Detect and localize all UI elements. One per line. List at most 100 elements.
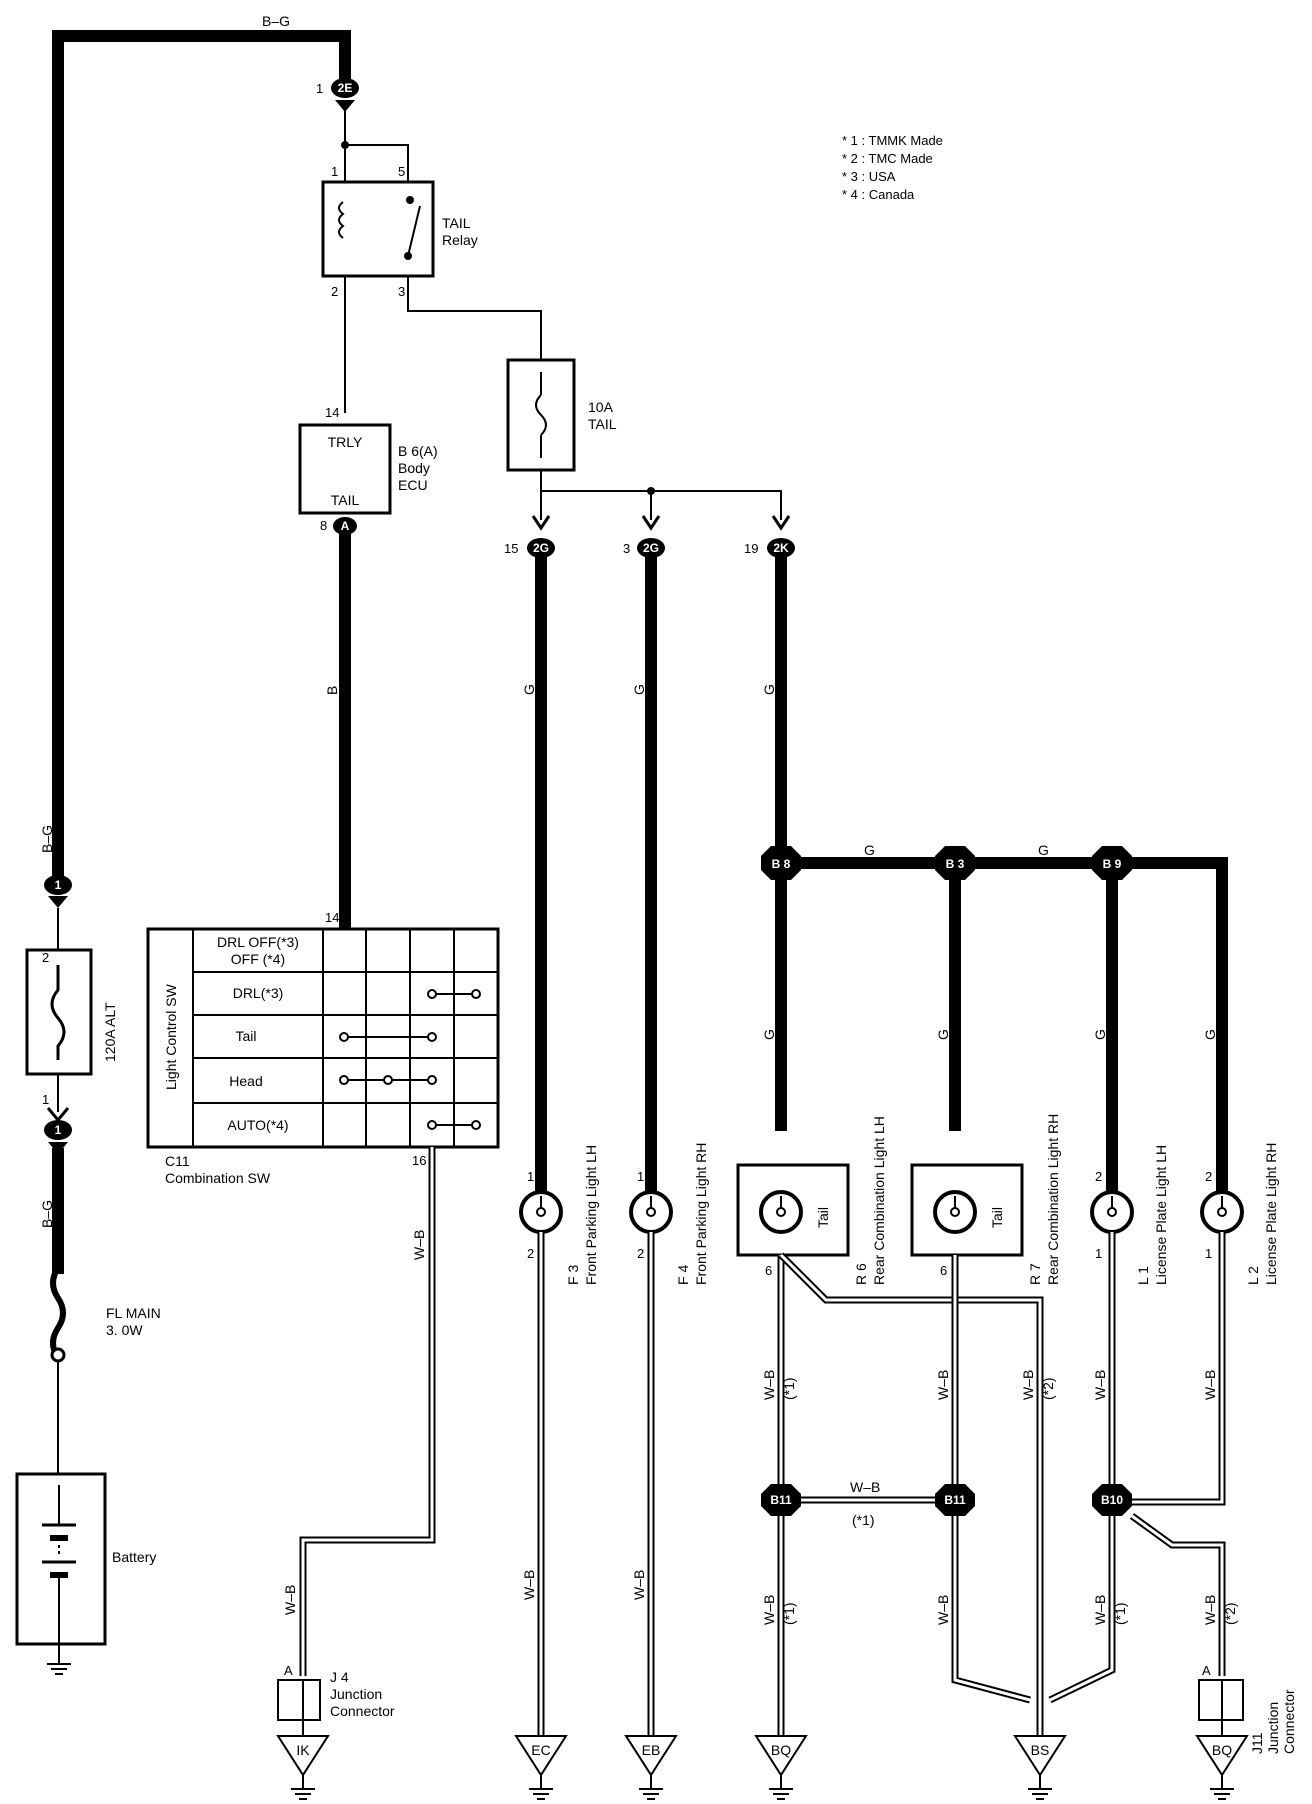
svg-text:B 3: B 3 (946, 857, 965, 871)
svg-text:6: 6 (940, 1263, 947, 1278)
svg-text:B 8: B 8 (772, 857, 791, 871)
svg-text:2K: 2K (773, 541, 789, 555)
svg-text:8: 8 (320, 518, 327, 533)
svg-text:1: 1 (1095, 1246, 1102, 1261)
svg-text:Battery: Battery (112, 1549, 156, 1565)
svg-text:EB: EB (642, 1742, 661, 1758)
wire-bg-lower: B–G (39, 1148, 64, 1274)
svg-text:B 9: B 9 (1103, 857, 1122, 871)
svg-text:(*1): (*1) (781, 1602, 797, 1625)
fusible-link-fl-main: FL MAIN 3. 0W (50, 1266, 161, 1474)
svg-text:(*1): (*1) (781, 1377, 797, 1400)
wire-label-bg-upper: B–G (39, 825, 55, 853)
tail-relay-label-2: Relay (442, 232, 478, 248)
svg-text:W–B: W–B (1020, 1370, 1036, 1400)
note-1: * 1 : TMMK Made (842, 133, 943, 148)
svg-text:1: 1 (42, 1092, 49, 1107)
svg-text:L 1: L 1 (1135, 1266, 1151, 1285)
svg-text:TAIL: TAIL (588, 416, 617, 432)
svg-text:1: 1 (55, 878, 62, 892)
svg-text:B11: B11 (944, 1493, 966, 1507)
tail-relay-label-1: TAIL (442, 215, 471, 231)
svg-text:2: 2 (1095, 1169, 1102, 1184)
svg-text:W–B: W–B (282, 1585, 298, 1615)
svg-text:DRL OFF(*3): DRL OFF(*3) (217, 934, 299, 950)
note-4: * 4 : Canada (842, 187, 915, 202)
svg-text:Rear Combination Light LH: Rear Combination Light LH (871, 1116, 887, 1285)
svg-text:W–B: W–B (411, 1230, 427, 1260)
svg-text:3. 0W: 3. 0W (106, 1322, 143, 1338)
note-2: * 2 : TMC Made (842, 151, 933, 166)
svg-text:FL MAIN: FL MAIN (106, 1305, 161, 1321)
svg-text:BQ: BQ (1212, 1742, 1232, 1758)
svg-text:OFF (*4): OFF (*4) (231, 951, 285, 967)
svg-text:BQ: BQ (771, 1742, 791, 1758)
svg-text:15: 15 (504, 541, 518, 556)
svg-text:A: A (1202, 1663, 1211, 1678)
svg-text:2: 2 (1205, 1169, 1212, 1184)
svg-text:(*1): (*1) (852, 1512, 875, 1528)
svg-text:(*1): (*1) (1112, 1602, 1128, 1625)
front-parking-light-lh: 1 2 F 3 Front Parking Light LH (519, 1145, 599, 1285)
svg-text:Junction: Junction (330, 1686, 382, 1702)
svg-text:2: 2 (637, 1246, 644, 1261)
svg-text:Rear Combination Light RH: Rear Combination Light RH (1045, 1114, 1061, 1285)
j4-junction-connector: A J 4 Junction Connector (277, 1663, 395, 1736)
svg-text:Connector: Connector (1281, 1689, 1297, 1754)
svg-text:1: 1 (1205, 1246, 1212, 1261)
svg-text:1: 1 (331, 164, 338, 179)
svg-text:License Plate Light LH: License Plate Light LH (1153, 1145, 1169, 1285)
junction-b11-right: B11 (935, 1484, 975, 1516)
front-parking-light-rh: 1 2 F 4 Front Parking Light RH (629, 1143, 709, 1285)
svg-text:G: G (761, 1029, 777, 1040)
svg-text:2G: 2G (533, 541, 549, 555)
svg-text:W–B: W–B (1202, 1595, 1218, 1625)
svg-text:G: G (1202, 1029, 1218, 1040)
svg-text:Junction: Junction (1265, 1702, 1281, 1754)
svg-text:W–B: W–B (761, 1370, 777, 1400)
svg-text:W–B: W–B (935, 1595, 951, 1625)
svg-text:2: 2 (331, 284, 338, 299)
junction-b9: B 9 (1092, 846, 1132, 880)
svg-text:2G: 2G (643, 541, 659, 555)
svg-text:1: 1 (55, 1123, 62, 1137)
wire-label-bg-top: B–G (262, 13, 290, 29)
svg-text:W–B: W–B (1202, 1370, 1218, 1400)
svg-text:W–B: W–B (1092, 1595, 1108, 1625)
svg-text:L 2: L 2 (1245, 1266, 1261, 1285)
wire-g-front-rh: G (631, 552, 657, 1196)
svg-text:2E: 2E (338, 81, 353, 95)
svg-text:2: 2 (527, 1246, 534, 1261)
wire-wb-switch-j4: W–B W–B (282, 1147, 436, 1676)
svg-text:C11: C11 (165, 1153, 190, 1169)
svg-text:19: 19 (744, 541, 758, 556)
svg-text:G: G (935, 1029, 951, 1040)
j11-junction-connector: A J11 Junction Connector (1198, 1663, 1297, 1754)
wire-wb-grounds: W–B W–B W–B (*1) W–B W–B (*2) W–B W–B W–… (521, 1232, 1238, 1736)
svg-text:DRL(*3): DRL(*3) (233, 985, 284, 1001)
svg-text:Combination SW: Combination SW (165, 1170, 271, 1186)
svg-text:R 7: R 7 (1027, 1263, 1043, 1285)
svg-text:IK: IK (296, 1742, 310, 1758)
svg-text:Tail: Tail (989, 1207, 1005, 1228)
svg-text:2: 2 (42, 950, 49, 965)
notes-block: * 1 : TMMK Made * 2 : TMC Made * 3 : USA… (842, 133, 943, 202)
combination-switch: Light Control SW DRL OFF(*3) OFF (*4) DR… (146, 910, 500, 1186)
ground-eb: EB (624, 1735, 678, 1800)
svg-text:G: G (1038, 842, 1049, 858)
ground-ik: IK (276, 1735, 330, 1800)
body-ecu: TRLY TAIL 14 8 B 6(A) Body ECU A (298, 405, 438, 535)
svg-text:G: G (864, 842, 875, 858)
svg-text:W–B: W–B (631, 1570, 647, 1600)
tail-relay: 1 5 2 3 TAIL Relay (321, 164, 478, 299)
connector-2k-19: 2K 19 (744, 538, 795, 558)
wire-g-rear: G G G G G G G (761, 552, 1228, 1196)
connector-1-upper: 1 (44, 875, 72, 908)
ground-ec: EC (514, 1735, 568, 1800)
svg-text:G: G (631, 684, 647, 695)
svg-text:B: B (324, 686, 340, 695)
svg-text:14: 14 (325, 910, 339, 925)
wire-b-ecu-switch: B (324, 530, 351, 931)
svg-text:B–G: B–G (39, 1200, 55, 1228)
